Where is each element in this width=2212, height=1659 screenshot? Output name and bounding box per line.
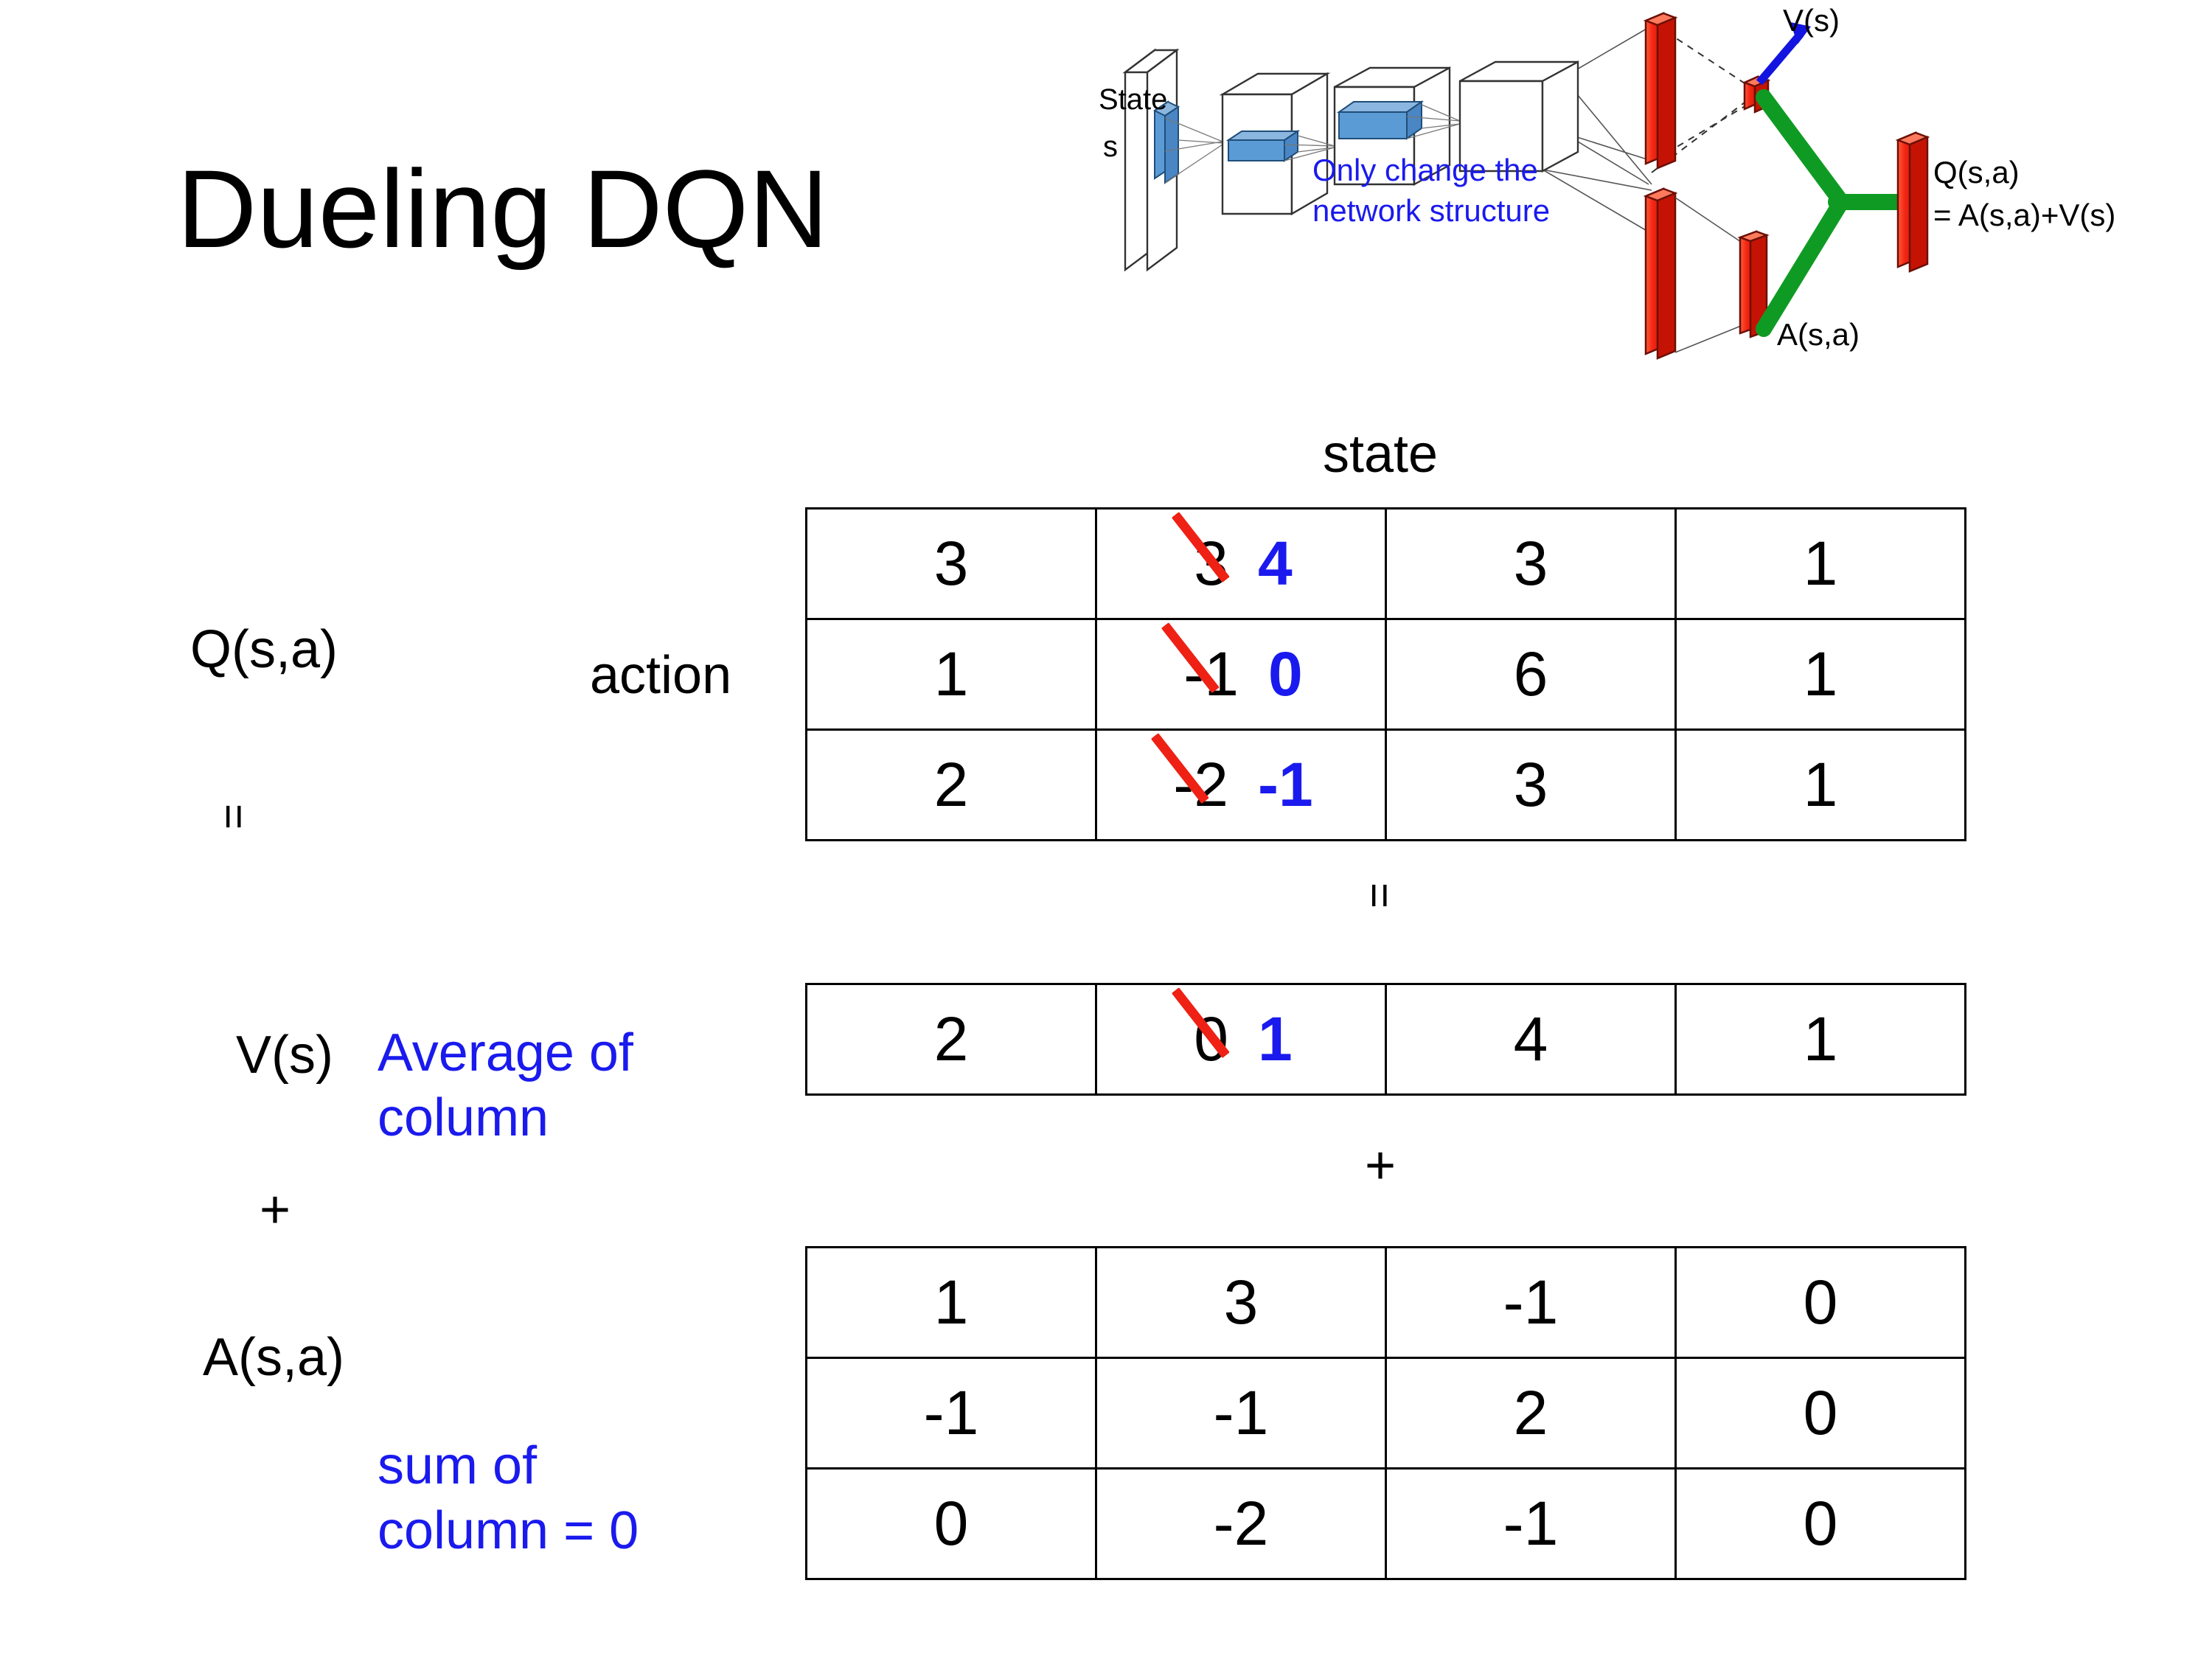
table-cell: 0 — [805, 1467, 1097, 1580]
plus-sign-left: + — [260, 1180, 291, 1239]
table-cell: -1 — [805, 1357, 1097, 1470]
a-value-table: 1 3 -1 0 -1 -1 2 0 0 -2 -1 0 — [805, 1246, 1966, 1580]
table-cell: 3 — [805, 507, 1097, 620]
struck-value: 3 — [1189, 528, 1233, 599]
table-cell: 1 — [1674, 983, 1966, 1096]
replacement-value: 4 — [1258, 529, 1293, 598]
cell-value: -2 — [1213, 1489, 1269, 1558]
cell-value: 3 — [1223, 1267, 1259, 1337]
table-cell: 2 — [1385, 1357, 1677, 1470]
cell-value: -1 — [1503, 1489, 1559, 1558]
table-cell: 1 — [1674, 507, 1966, 620]
cell-value: 2 — [933, 1004, 969, 1074]
a-function-label: A(s,a) — [203, 1328, 345, 1387]
table-row: 0 -2 -1 0 — [805, 1467, 1966, 1580]
cell-value: -1 — [1213, 1378, 1269, 1447]
cell-value: 3 — [1513, 750, 1548, 819]
cell-value: 1 — [1803, 639, 1838, 709]
table-cell: -1 0 — [1095, 618, 1387, 731]
table-cell: 1 — [805, 1246, 1097, 1359]
struck-value: -1 — [1179, 639, 1243, 710]
q-function-label: Q(s,a) — [190, 620, 338, 679]
table-cell: -2 — [1095, 1467, 1387, 1580]
table-cell: -2 -1 — [1095, 728, 1387, 841]
diagram-note-line1: Only change the — [1312, 153, 1538, 187]
cell-value: 1 — [933, 639, 969, 709]
table-row: 1 -1 0 6 1 — [805, 618, 1966, 731]
cell-value: -1 — [1503, 1267, 1559, 1337]
table-row: 2 -2 -1 3 1 — [805, 728, 1966, 841]
page-title: Dueling DQN — [177, 147, 829, 271]
table-cell: 6 — [1385, 618, 1677, 731]
cell-value: 2 — [933, 750, 969, 819]
struck-value: -2 — [1169, 749, 1233, 821]
table-cell: 0 — [1674, 1467, 1966, 1580]
cell-value: 0 — [1803, 1489, 1838, 1558]
diagram-v-output-label: V(s) — [1783, 3, 1840, 38]
cell-value: 0 — [1803, 1378, 1838, 1447]
cell-value: 2 — [1513, 1378, 1548, 1447]
corrected-cell: -2 -1 — [1169, 749, 1312, 821]
table-cell: 3 — [1095, 1246, 1387, 1359]
cell-value: 1 — [1803, 750, 1838, 819]
diagram-state-sub: s — [1103, 131, 1118, 163]
a-table-body: 1 3 -1 0 -1 -1 2 0 0 -2 -1 0 — [805, 1246, 1966, 1580]
table-cell: 1 — [805, 618, 1097, 731]
struck-value: 0 — [1189, 1004, 1233, 1075]
cell-value: 6 — [1513, 639, 1548, 709]
cell-value: 3 — [933, 529, 969, 598]
cell-value: 1 — [1803, 529, 1838, 598]
table-cell: 4 — [1385, 983, 1677, 1096]
table-row: -1 -1 2 0 — [805, 1357, 1966, 1470]
cell-value: 1 — [1803, 1004, 1838, 1074]
cell-value: 4 — [1513, 1004, 1548, 1074]
table-cell: -1 — [1385, 1467, 1677, 1580]
cell-value: -1 — [923, 1378, 979, 1447]
action-axis-label: action — [590, 646, 732, 705]
diagram-a-output-label: A(s,a) — [1777, 317, 1860, 352]
cell-value: 3 — [1513, 529, 1548, 598]
table-cell: 0 — [1674, 1357, 1966, 1470]
diagram-q-output-line1: Q(s,a) — [1933, 155, 2020, 189]
dueling-network-diagram: State s Only change the network structur… — [1091, 0, 2212, 413]
average-of-column-note: Average of column — [378, 1023, 633, 1147]
corrected-cell: -1 0 — [1179, 639, 1302, 710]
replacement-value: 0 — [1267, 639, 1303, 709]
separator-equals: = — [805, 870, 1955, 921]
replacement-value: 1 — [1258, 1004, 1293, 1074]
table-cell: 1 — [1674, 618, 1966, 731]
diagram-note-line2: network structure — [1312, 193, 1550, 228]
cell-value: 0 — [1803, 1267, 1838, 1337]
v-function-label: V(s) — [236, 1026, 333, 1085]
table-cell: 1 — [1674, 728, 1966, 841]
table-row: 1 3 -1 0 — [805, 1246, 1966, 1359]
separator-equals-glyph: = — [1355, 882, 1405, 909]
table-cell: -1 — [1385, 1246, 1677, 1359]
table-cell: 3 — [1385, 728, 1677, 841]
replacement-value: -1 — [1258, 750, 1313, 819]
table-cell: 2 — [805, 728, 1097, 841]
table-cell: 3 — [1385, 507, 1677, 620]
cell-value: 1 — [933, 1267, 969, 1337]
diagram-q-output-line2: = A(s,a)+V(s) — [1933, 198, 2115, 232]
table-cell: 2 — [805, 983, 1097, 1096]
table-cell: 0 — [1674, 1246, 1966, 1359]
diagram-state-label: State — [1099, 83, 1167, 116]
table-cell: -1 — [1095, 1357, 1387, 1470]
cell-value: 0 — [933, 1489, 969, 1558]
separator-plus: + — [1364, 1136, 1397, 1195]
equals-sign-left: = — [209, 804, 259, 830]
sum-of-column-note: sum of column = 0 — [378, 1436, 639, 1560]
state-axis-label: state — [1322, 425, 1439, 484]
